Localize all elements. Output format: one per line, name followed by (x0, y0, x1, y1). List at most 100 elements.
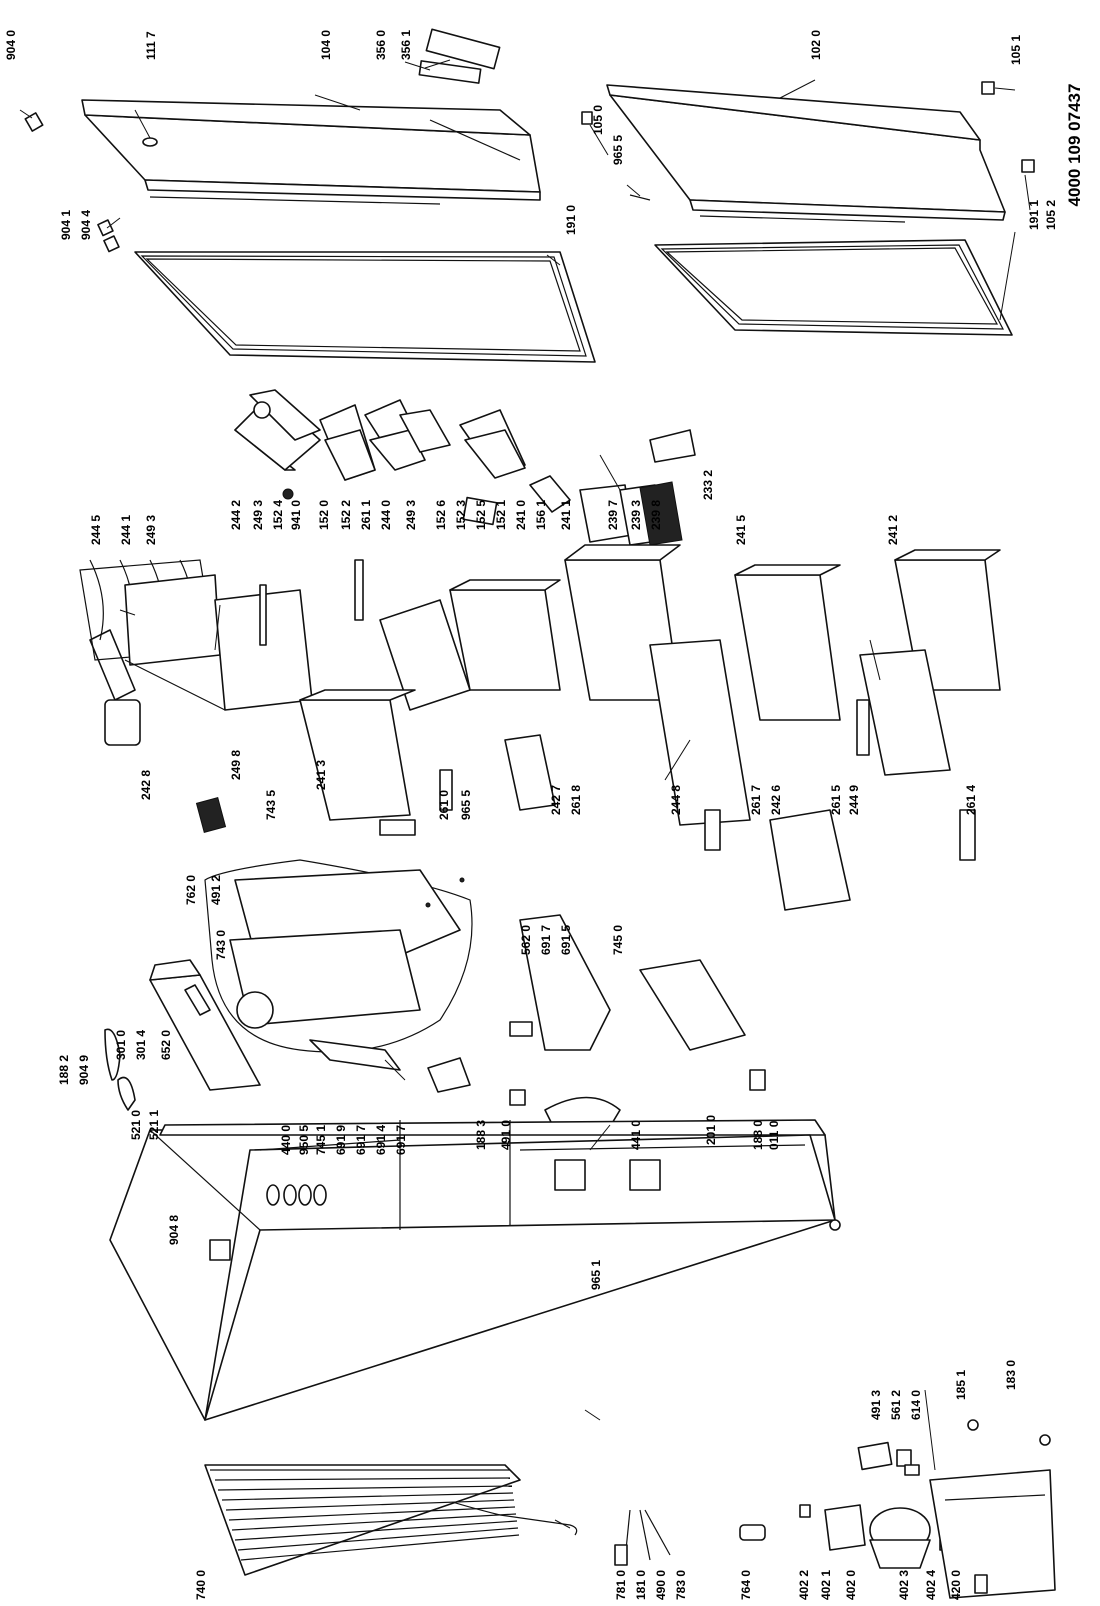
fridge-door-gasket (654, 239, 1013, 336)
part-label: 241 3 (314, 760, 328, 790)
part-label: 402 2 (797, 1570, 811, 1600)
part-label: 420 0 (949, 1570, 963, 1600)
part-label: 965 5 (459, 790, 473, 820)
part-label: 356 0 (374, 30, 388, 60)
part-label: 241 2 (886, 515, 900, 545)
part-label: 152 4 (271, 500, 285, 530)
part-label: 242 8 (139, 770, 153, 800)
part-label: 521 0 (129, 1110, 143, 1140)
part-label: 233 2 (701, 470, 715, 500)
part-label: 261 1 (359, 500, 373, 530)
part-label: 249 3 (144, 515, 158, 545)
part-label: 904 0 (4, 30, 18, 60)
glass-shelves (79, 559, 471, 711)
part-label: 491 2 (209, 875, 223, 905)
part-label: 185 1 (954, 1370, 968, 1400)
part-label: 241 0 (514, 500, 528, 530)
document-code: 4000 109 07437 (1065, 84, 1084, 207)
part-label: 104 0 (319, 30, 333, 60)
part-label: 652 0 (159, 1030, 173, 1060)
part-label: 102 0 (809, 30, 823, 60)
part-label: 239 8 (649, 500, 663, 530)
part-label: 691 4 (374, 1125, 388, 1155)
door-bins (234, 389, 571, 526)
part-label: 402 3 (897, 1570, 911, 1600)
small-tray (649, 429, 696, 463)
fridge-door (581, 81, 1035, 223)
part-label: 965 1 (589, 1260, 603, 1290)
evaporator-cover-assembly (104, 797, 766, 1138)
part-label: 904 9 (77, 1055, 91, 1085)
machine-compartment (414, 1419, 1056, 1599)
part-label: 244 8 (669, 785, 683, 815)
part-label: 261 4 (964, 785, 978, 815)
part-label: 249 8 (229, 750, 243, 780)
part-label: 152 6 (434, 500, 448, 530)
part-label: 249 3 (251, 500, 265, 530)
part-label: 239 3 (629, 500, 643, 530)
part-label: 491 0 (499, 1120, 513, 1150)
part-label: 691 7 (394, 1125, 408, 1155)
part-label: 356 1 (399, 30, 413, 60)
part-label: 244 1 (119, 515, 133, 545)
part-label: 244 9 (847, 785, 861, 815)
part-label: 201 0 (704, 1115, 718, 1145)
part-label: 491 3 (869, 1390, 883, 1420)
part-label: 740 0 (194, 1570, 208, 1600)
part-label: 521 1 (147, 1110, 161, 1140)
freezer-door-small-parts (24, 28, 501, 253)
part-label: 244 5 (89, 515, 103, 545)
part-label: 561 2 (889, 1390, 903, 1420)
part-label: 402 0 (844, 1570, 858, 1600)
part-label: 441 0 (629, 1120, 643, 1150)
part-label: 188 2 (57, 1055, 71, 1085)
part-label: 691 9 (334, 1125, 348, 1155)
part-label: 745 0 (611, 925, 625, 955)
part-label: 105 2 (1044, 200, 1058, 230)
part-label: 762 0 (184, 875, 198, 905)
part-label: 490 0 (654, 1570, 668, 1600)
crisper-accessories (579, 481, 683, 546)
freezer-door-gasket (134, 251, 596, 363)
part-label: 239 7 (606, 500, 620, 530)
part-label: 188 3 (474, 1120, 488, 1150)
part-label: 152 3 (454, 500, 468, 530)
part-label: 242 7 (549, 785, 563, 815)
part-label: 904 4 (79, 210, 93, 240)
part-label: 152 2 (339, 500, 353, 530)
part-label: 691 7 (539, 925, 553, 955)
part-labels: 904 0 111 7 104 0 356 0 356 1 102 0 105 1 105 0… (4, 30, 1058, 1600)
part-label: 105 0 (591, 105, 605, 135)
part-label: 783 0 (674, 1570, 688, 1600)
part-label: 743 5 (264, 790, 278, 820)
part-label: 301 4 (134, 1030, 148, 1060)
part-label: 941 0 (289, 500, 303, 530)
part-label: 152 0 (317, 500, 331, 530)
part-label: 691 5 (559, 925, 573, 955)
part-label: 261 7 (749, 785, 763, 815)
condenser (204, 1464, 521, 1576)
part-label: 188 0 (751, 1120, 765, 1150)
part-label: 440 0 (279, 1125, 293, 1155)
part-label: 244 0 (379, 500, 393, 530)
part-label: 183 0 (1004, 1360, 1018, 1390)
part-label: 743 0 (214, 930, 228, 960)
part-label: 562 0 (519, 925, 533, 955)
part-label: 781 0 (614, 1570, 628, 1600)
part-label: 301 0 (114, 1030, 128, 1060)
part-label: 614 0 (909, 1390, 923, 1420)
part-label: 261 0 (437, 790, 451, 820)
part-label: 261 5 (829, 785, 843, 815)
part-label: 691 7 (354, 1125, 368, 1155)
leader-lines (19, 59, 1031, 1529)
part-label: 965 5 (611, 135, 625, 165)
part-label: 244 2 (229, 500, 243, 530)
part-label: 105 1 (1009, 35, 1023, 65)
part-label: 011 0 (767, 1120, 781, 1150)
part-label: 904 1 (59, 210, 73, 240)
part-label: 402 1 (819, 1570, 833, 1600)
part-label: 764 0 (739, 1570, 753, 1600)
part-label: 111 7 (144, 31, 158, 60)
part-label: 152 5 (474, 500, 488, 530)
part-label: 950 5 (297, 1125, 311, 1155)
